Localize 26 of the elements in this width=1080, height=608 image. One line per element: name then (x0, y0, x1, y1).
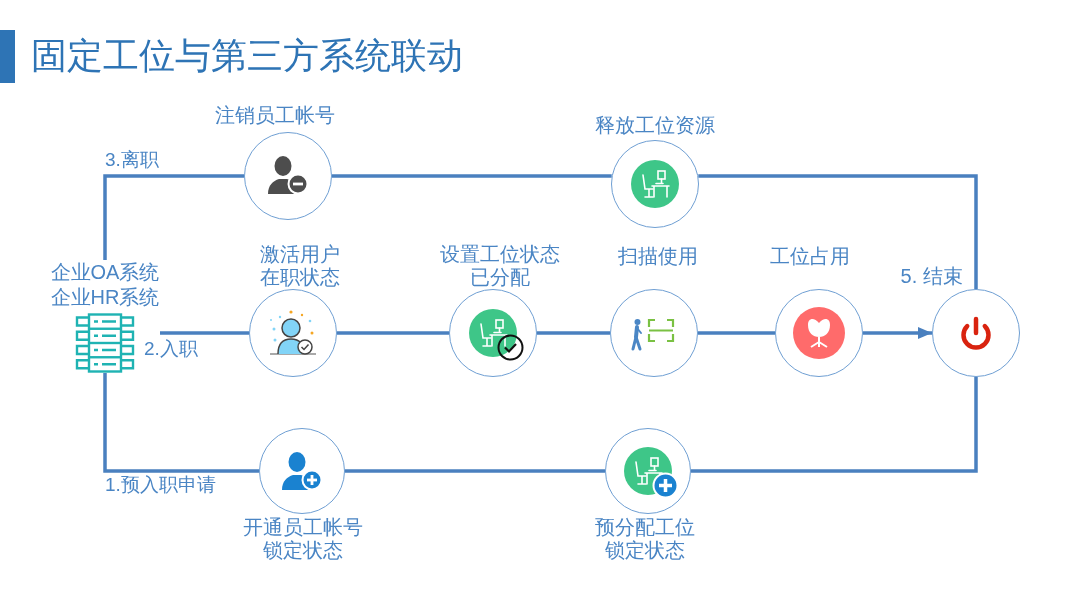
connector-line (160, 331, 249, 335)
connector-line (698, 174, 978, 289)
connector-line (698, 331, 775, 335)
step-label: 5. 结束 (900, 264, 963, 288)
step-label: 预分配工位锁定状态 (593, 515, 696, 562)
edge-label: 3.离职 (105, 149, 159, 171)
system-label: 企业OA系统 (50, 260, 160, 285)
step-label: 释放工位资源 (594, 113, 715, 137)
connector-line (332, 174, 612, 178)
step-label: 开通员工帐号锁定状态 (241, 515, 364, 562)
arrow (863, 327, 932, 339)
step-label: 注销员工帐号 (214, 103, 335, 127)
connector-line (691, 377, 978, 473)
system-label: 企业HR系统 (50, 285, 160, 310)
page-title: 固定工位与第三方系统联动 (31, 34, 463, 78)
step-label: 工位占用 (769, 244, 850, 268)
edge-label: 1.预入职申请 (105, 474, 216, 496)
connector-line (537, 331, 610, 335)
connector-line (103, 174, 244, 260)
connector-line (345, 469, 605, 473)
connector-line (103, 373, 259, 473)
edge-label: 2.入职 (144, 338, 198, 360)
step-label: 扫描使用 (617, 244, 698, 268)
step-label: 设置工位状态已分配 (438, 242, 561, 289)
connector-line (337, 331, 449, 335)
step-label: 激活用户在职状态 (258, 242, 341, 289)
